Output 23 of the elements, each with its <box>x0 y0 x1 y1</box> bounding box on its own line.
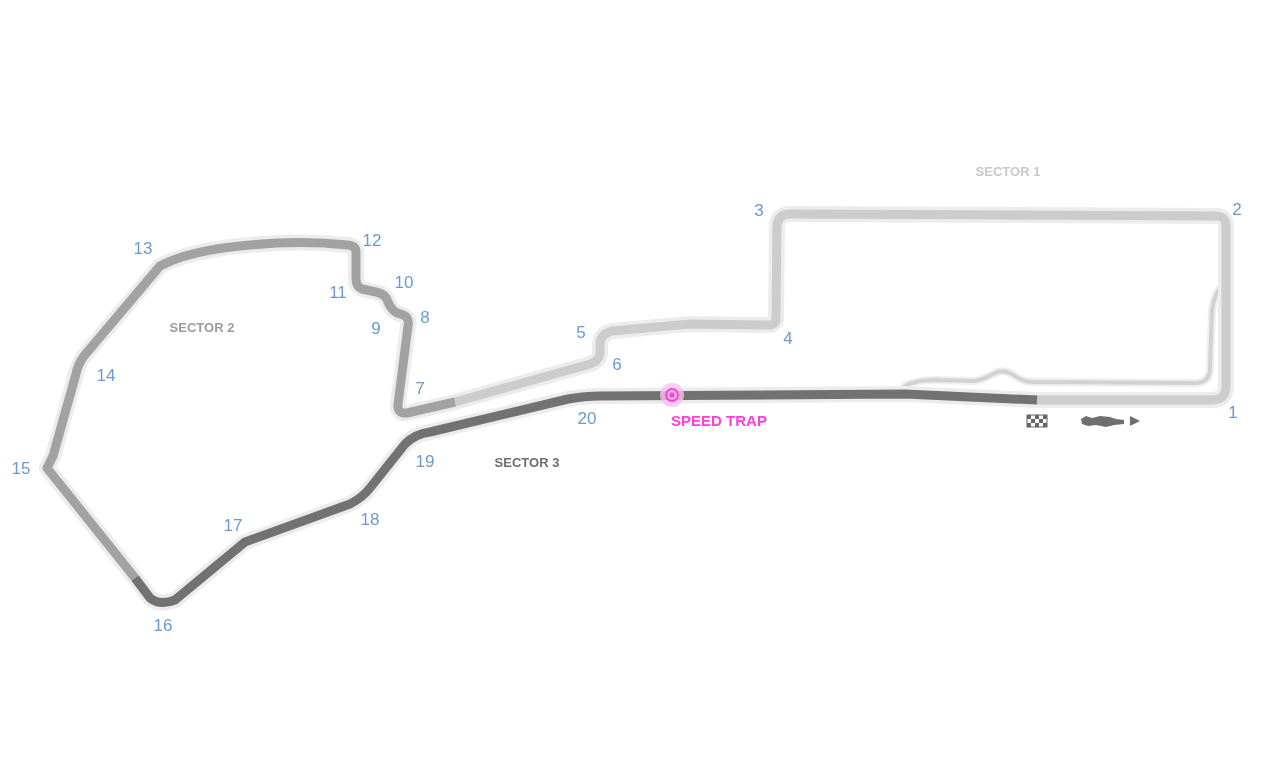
corner-number: 19 <box>415 452 435 472</box>
corner-number: 12 <box>362 231 382 251</box>
corner-number: 15 <box>11 459 31 479</box>
corner-number: 3 <box>754 201 764 221</box>
corner-number: 14 <box>96 366 116 386</box>
corner-number: 17 <box>223 516 243 536</box>
corner-number: 6 <box>612 355 622 375</box>
corner-number: 10 <box>394 273 414 293</box>
sector-label: SECTOR 3 <box>494 455 560 471</box>
corner-number: 9 <box>371 319 381 339</box>
speed-trap-label: SPEED TRAP <box>671 412 767 430</box>
corner-number: 20 <box>577 409 597 429</box>
corner-number: 7 <box>415 379 425 399</box>
corner-number: 18 <box>360 510 380 530</box>
corner-number: 16 <box>153 616 173 636</box>
corner-number: 13 <box>133 239 153 259</box>
corner-number: 5 <box>576 323 586 343</box>
sector-label: SECTOR 2 <box>169 320 235 336</box>
corner-number: 1 <box>1228 403 1238 423</box>
corner-number: 8 <box>420 308 430 328</box>
corner-number: 11 <box>329 283 347 303</box>
corner-number: 4 <box>783 329 793 349</box>
corner-number: 2 <box>1232 200 1242 220</box>
